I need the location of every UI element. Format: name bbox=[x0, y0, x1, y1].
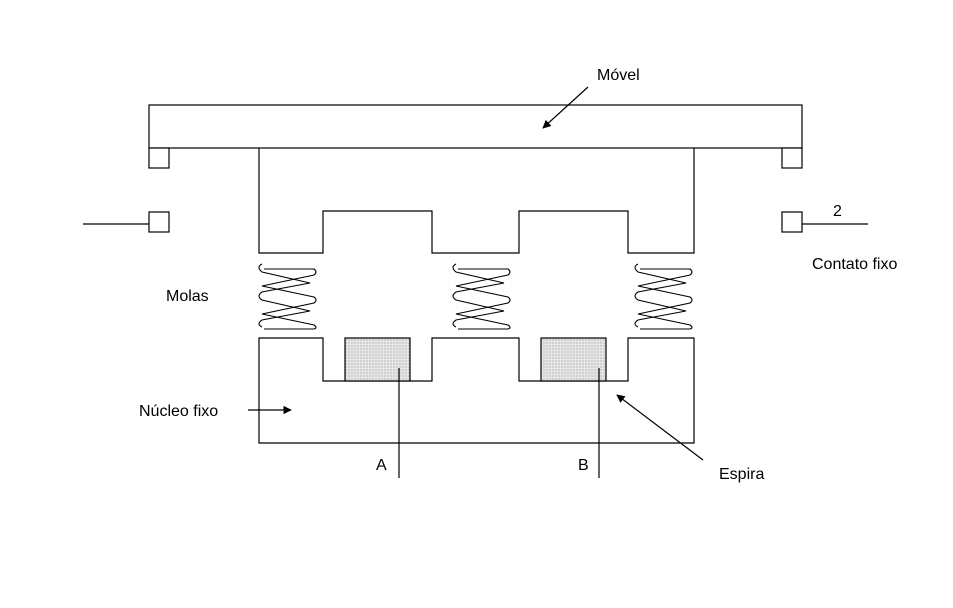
coil-b bbox=[540, 337, 607, 382]
label-movel: Móvel bbox=[597, 67, 640, 84]
moving-contact-right bbox=[781, 147, 803, 169]
label-nucleo-fixo: Núcleo fixo bbox=[139, 403, 218, 420]
moving-contact-left bbox=[148, 147, 170, 169]
spring-right bbox=[634, 263, 693, 330]
movel-arrow bbox=[542, 86, 589, 129]
label-terminal-2: 2 bbox=[833, 203, 842, 220]
espira-arrow bbox=[616, 394, 704, 461]
fixed-contact-right bbox=[781, 211, 803, 233]
label-molas: Molas bbox=[166, 288, 209, 305]
upper-armature bbox=[258, 148, 695, 254]
label-terminal-b: B bbox=[578, 457, 589, 474]
label-terminal-a: A bbox=[376, 457, 387, 474]
label-espira: Espira bbox=[719, 466, 764, 483]
label-contato-fixo: Contato fixo bbox=[812, 256, 897, 273]
fixed-core bbox=[258, 337, 695, 444]
spring-left bbox=[258, 263, 317, 330]
coil-a bbox=[344, 337, 411, 382]
spring-middle bbox=[452, 263, 511, 330]
movable-bar bbox=[148, 104, 803, 149]
fixed-contact-left bbox=[148, 211, 170, 233]
